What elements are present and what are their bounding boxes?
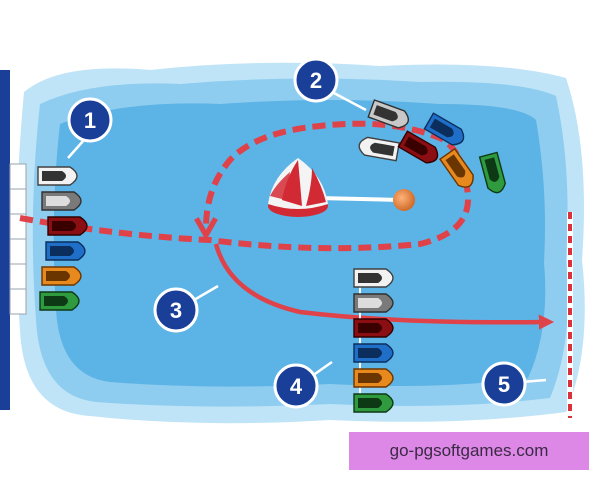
marker-1-label: 1 bbox=[84, 108, 96, 133]
marker-3: 3 bbox=[153, 284, 219, 333]
marker-5-label: 5 bbox=[498, 372, 510, 397]
start-pontoon bbox=[0, 70, 27, 410]
solid-finish-route bbox=[213, 243, 555, 330]
marker-4-label: 4 bbox=[290, 374, 303, 399]
boats-turn bbox=[358, 99, 507, 194]
float-ball bbox=[393, 189, 415, 211]
boats-start bbox=[37, 166, 88, 311]
marker-5: 5 bbox=[481, 361, 547, 407]
watermark-banner: go-pgsoftgames.com bbox=[349, 432, 589, 470]
watermark-text: go-pgsoftgames.com bbox=[389, 441, 549, 460]
marker-3-label: 3 bbox=[170, 298, 182, 323]
boats-finish-stack bbox=[353, 268, 394, 413]
marker-2: 2 bbox=[293, 57, 367, 112]
turning-buoy bbox=[268, 158, 415, 217]
marker-2-label: 2 bbox=[310, 68, 322, 93]
marker-4: 4 bbox=[273, 360, 333, 409]
marker-1: 1 bbox=[67, 97, 113, 159]
